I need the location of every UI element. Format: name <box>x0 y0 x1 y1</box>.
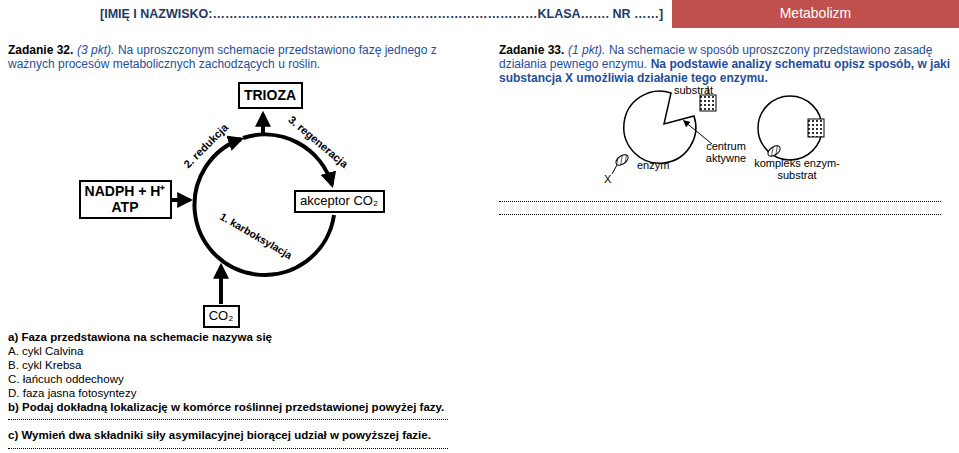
part-label: X <box>604 173 611 186</box>
node-text: Metabolizm <box>780 6 852 21</box>
part-label: substrat <box>674 84 713 97</box>
task-number: Zadanie 32. <box>8 43 73 57</box>
part-label: centrum aktywne <box>698 140 754 164</box>
answer-option: B. cykl Krebsa <box>8 358 82 372</box>
node-text: ATP <box>112 200 139 215</box>
task-text: Zadanie 32.(3 pkt).Na uproszczonym schem… <box>8 43 460 71</box>
task-text: Zadanie 33.(1 pkt).Na schemacie w sposób… <box>499 43 951 85</box>
header-text: [IMIĘ I NAZWISKO:……………………………………………………………… <box>100 7 663 22</box>
energy-box: NADPH + H⁺ATP <box>79 180 172 219</box>
question-text: c) Wymień dwa składniki siły asymilacyjn… <box>8 428 431 442</box>
node-text: CO₂ <box>209 309 234 323</box>
answer-option: A. cykl Calvina <box>8 344 83 358</box>
task-number: Zadanie 33. <box>499 43 564 57</box>
answer-line <box>499 201 941 202</box>
node-text: TRIOZA <box>244 88 296 103</box>
acceptor-box: akceptor CO₂ <box>294 190 385 213</box>
task-points: (3 pkt). <box>77 43 114 57</box>
node-text: NADPH + H⁺ <box>85 184 166 199</box>
answer-option: D. faza jasna fotosyntezy <box>8 386 136 400</box>
task-points: (1 pkt). <box>568 43 605 57</box>
node-text: akceptor CO₂ <box>300 194 378 208</box>
answer-line <box>499 214 941 215</box>
question-text: b) Podaj dokładną lokalizację w komórce … <box>8 400 444 414</box>
part-label: kompleks enzym-substrat <box>752 157 842 181</box>
answer-option: C. łańcuch oddechowy <box>8 372 124 386</box>
co2-box: CO₂ <box>203 305 240 328</box>
part-label: enzym <box>637 159 669 172</box>
answer-line <box>8 419 448 420</box>
title-band: Metabolizm <box>672 0 959 28</box>
stage-label: 1. karboksylacja <box>218 210 295 262</box>
answer-line <box>8 448 448 449</box>
product-box: TRIOZA <box>238 82 303 109</box>
question-text: a) Faza przedstawiona na schemacie nazyw… <box>8 330 272 344</box>
